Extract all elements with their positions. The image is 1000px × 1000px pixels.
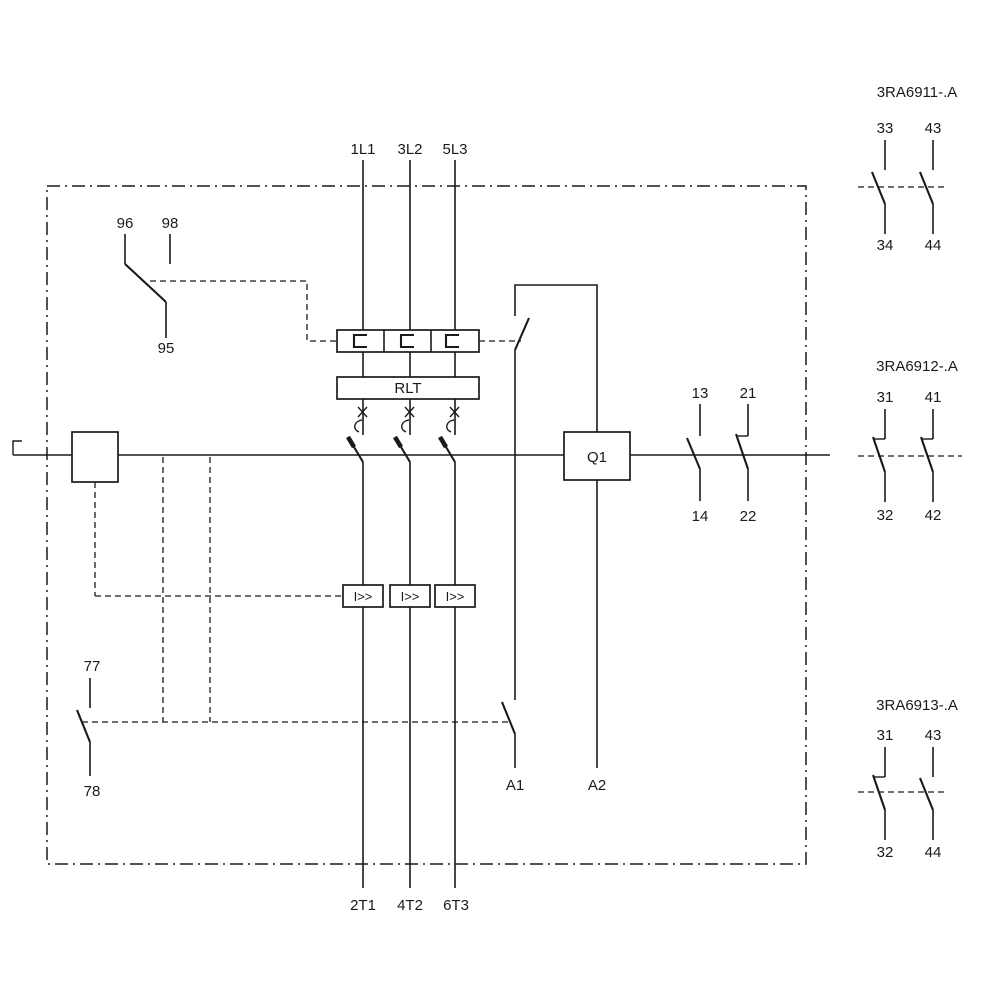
- breaker-pole-symbol: [444, 333, 459, 349]
- rlt-box: [336, 376, 480, 400]
- terminal-label-2t1: 2T1: [350, 897, 376, 914]
- operating-mechanism: [12, 431, 830, 723]
- terminal-label-96: 96: [117, 215, 134, 232]
- terminal-label-34: 34: [877, 237, 894, 254]
- x-mark: [357, 406, 368, 418]
- contact-piece: [346, 435, 356, 449]
- mechanism-box: [71, 431, 119, 483]
- aux-contact-21-22: 21 22: [735, 385, 757, 525]
- terminal-label-3l2: 3L2: [397, 141, 422, 158]
- no-contact-blade: [686, 437, 701, 470]
- coil-label-q1: Q1: [587, 449, 607, 466]
- terminal-label-6t3: 6T3: [443, 897, 469, 914]
- latch-hook: [401, 419, 410, 433]
- terminal-label-31: 31: [877, 727, 894, 744]
- trip-indicators: [354, 406, 460, 433]
- wire: [514, 284, 598, 432]
- overcurrent-label: I>>: [446, 589, 465, 604]
- nc-contact-blade: [872, 436, 886, 473]
- trip-contact-77-78: 77 78: [76, 658, 101, 800]
- x-mark: [404, 406, 415, 418]
- module-3ra6913: 3RA6913-.A 31 43 32 44: [858, 697, 958, 861]
- device-boundary-frame: [46, 185, 807, 865]
- terminal-label-95: 95: [158, 340, 175, 357]
- terminal-label-43: 43: [925, 120, 942, 137]
- phase-l2: 3L2 4T2: [397, 141, 423, 914]
- overcurrent-label: I>>: [401, 589, 420, 604]
- terminal-label-44: 44: [925, 844, 942, 861]
- rlt-label: RLT: [394, 380, 421, 397]
- contact-block-outline: [336, 329, 480, 353]
- phase-l3: 5L3 6T3: [442, 141, 468, 914]
- terminal-label-5l3: 5L3: [442, 141, 467, 158]
- changeover-blade: [124, 263, 167, 303]
- x-mark: [449, 406, 460, 418]
- terminal-label-32: 32: [877, 844, 894, 861]
- no-contact-blade: [919, 171, 934, 205]
- terminal-label-98: 98: [162, 215, 179, 232]
- module-3ra6912: 3RA6912-.A 31 41 32 42: [858, 358, 962, 524]
- no-contact-blade: [919, 777, 934, 811]
- terminal-label-43: 43: [925, 727, 942, 744]
- terminal-label-14: 14: [692, 508, 709, 525]
- no-contact-blade: [76, 709, 91, 743]
- terminal-label-77: 77: [84, 658, 101, 675]
- contact-piece: [438, 435, 448, 449]
- overcurrent-releases: I>> I>> I>>: [342, 584, 476, 608]
- module-3ra6911: 3RA6911-.A 33 43 34 44: [858, 84, 957, 254]
- overload-changeover-contact: 96 98 95: [117, 215, 179, 357]
- aux-contact-blade: [514, 317, 530, 351]
- terminal-label-13: 13: [692, 385, 709, 402]
- overcurrent-box: [342, 584, 384, 608]
- rlt-release-box: RLT: [336, 376, 480, 400]
- terminal-label-32: 32: [877, 507, 894, 524]
- coil-terminal-a1: A1: [506, 777, 524, 794]
- module-title: 3RA6911-.A: [877, 84, 958, 101]
- main-contacts: [346, 435, 456, 463]
- terminal-label-22: 22: [740, 508, 757, 525]
- coil-terminal-a2: A2: [588, 777, 606, 794]
- terminal-label-44: 44: [925, 237, 942, 254]
- manual-operator-icon: [12, 440, 22, 455]
- overcurrent-box: [389, 584, 431, 608]
- breaker-contact-block: [150, 280, 521, 353]
- phase-l1: 1L1 2T1: [350, 141, 376, 914]
- terminal-label-42: 42: [925, 507, 942, 524]
- nc-contact-blade: [920, 436, 934, 473]
- nc-contact-blade: [735, 433, 749, 470]
- trip-linkage-dashed: [150, 280, 336, 342]
- contactor-coil-circuit: Q1 A1 A2: [501, 284, 631, 794]
- module-title: 3RA6913-.A: [876, 697, 958, 714]
- aux-contact-blade: [501, 701, 516, 735]
- aux-contact-13-14: 13 14: [686, 385, 709, 525]
- terminal-label-31: 31: [877, 389, 894, 406]
- overcurrent-box: [434, 584, 476, 608]
- contact-piece: [393, 435, 403, 449]
- overcurrent-label: I>>: [354, 589, 373, 604]
- terminal-label-78: 78: [84, 783, 101, 800]
- breaker-pole-symbol: [352, 333, 367, 349]
- latch-hook: [446, 419, 455, 433]
- latch-hook: [354, 419, 363, 433]
- terminal-label-33: 33: [877, 120, 894, 137]
- breaker-pole-symbol: [399, 333, 414, 349]
- terminal-label-4t2: 4T2: [397, 897, 423, 914]
- terminal-label-21: 21: [740, 385, 757, 402]
- no-contact-blade: [871, 171, 886, 205]
- terminal-label-1l1: 1L1: [350, 141, 375, 158]
- module-title: 3RA6912-.A: [876, 358, 958, 375]
- terminal-label-41: 41: [925, 389, 942, 406]
